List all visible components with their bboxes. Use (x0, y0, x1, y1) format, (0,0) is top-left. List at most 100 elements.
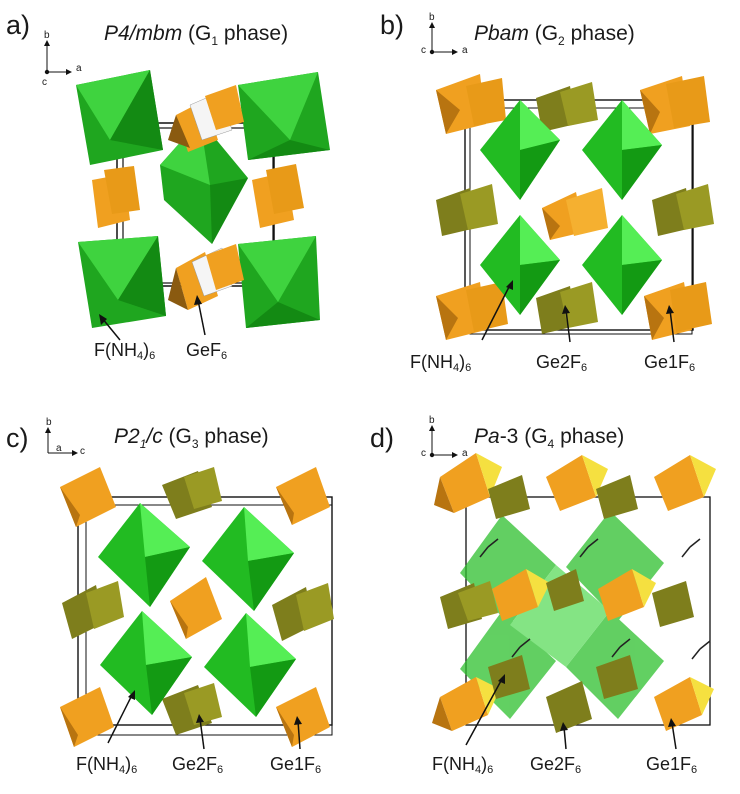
panel-title: P21/c (G3 phase) (114, 425, 269, 452)
nh4-octahedron (98, 503, 190, 607)
panel-letter: c) (6, 423, 29, 453)
ge2f6 (440, 581, 498, 629)
panel-title: P4/mbm (G1 phase) (104, 22, 289, 49)
ge2f6 (436, 184, 498, 236)
panel-title: Pbam (G2 phase) (474, 22, 635, 49)
axis-label-b: b (46, 417, 52, 428)
axis-label-b: b (44, 30, 50, 41)
ge1f6-center (170, 577, 222, 639)
ge2f6 (652, 184, 714, 236)
ge2f6 (596, 655, 638, 699)
space-group: Pa (474, 425, 500, 448)
panel-c: c) P21/c (G3 phase) b a c (0, 397, 370, 794)
label-ge1f6: Ge1F6 (644, 352, 696, 374)
axes-indicator: b a c (38, 30, 82, 88)
ge1f6 (654, 677, 714, 731)
ge2f6 (272, 583, 334, 641)
ge2f6 (536, 282, 598, 334)
label-nh4: F(NH4)6 (410, 352, 472, 374)
nh4-octahedron (202, 507, 294, 611)
panel-title: Pa-3 (G4 phase) (474, 425, 625, 452)
panel-letter: a) (6, 10, 31, 40)
gef6-left (92, 166, 140, 228)
ge1f6 (492, 569, 550, 621)
space-group: Pbam (474, 22, 529, 45)
ge1f6 (434, 453, 502, 513)
nh4-bonds (479, 538, 711, 660)
panel-letter: b) (380, 10, 405, 40)
space-group: P2 (114, 425, 140, 448)
label-gef6: GeF6 (186, 340, 228, 362)
label-ge2f6: Ge2F6 (530, 754, 582, 776)
ge2f6 (536, 82, 598, 132)
panel-letter: d) (370, 423, 395, 453)
ge1f6-corner (640, 76, 710, 134)
label-nh4: F(NH4)6 (432, 754, 494, 776)
panel-a: a) P4/mbm (G1 phase) b a c (0, 0, 370, 397)
ge1f6-corner (60, 687, 114, 747)
nh4-octahedron-corner (78, 236, 166, 328)
ge2f6 (546, 569, 584, 611)
nh4-octahedron-corner (238, 72, 330, 160)
label-ge2f6: Ge2F6 (536, 352, 588, 374)
ge1f6-corner (436, 282, 508, 340)
axes-indicator: b a c (418, 12, 468, 64)
ge1f6 (546, 455, 608, 511)
axis-label-c: c (421, 448, 426, 459)
ge2f6 (162, 467, 222, 519)
crystal-structure-c (60, 467, 334, 750)
gef6-top (168, 85, 244, 152)
axes-arrows-icon (45, 427, 78, 456)
axis-label-b: b (429, 415, 435, 426)
nh4-octahedron (582, 100, 662, 200)
axis-label-c: c (421, 45, 426, 56)
axes-indicator: b a c (38, 417, 88, 463)
ge1f6-corner (60, 467, 116, 527)
axis-label-a: a (76, 63, 82, 74)
ge1f6-corner (276, 467, 330, 525)
axis-label-c: c (80, 446, 85, 457)
axis-label-c: c (42, 77, 47, 88)
axis-label-b: b (429, 12, 435, 23)
nh4-octahedron (480, 215, 560, 315)
label-ge2f6: Ge2F6 (172, 754, 224, 776)
nh4-octahedron (100, 611, 192, 715)
crystal-structure-d (432, 453, 716, 750)
axes-indicator: b a c (418, 415, 468, 467)
nh4-octahedron (204, 613, 296, 717)
ge1f6-corner (644, 282, 712, 340)
label-ge1f6: Ge1F6 (270, 754, 322, 776)
ge1f6-corner (276, 687, 330, 747)
nh4-octahedron (582, 215, 662, 315)
label-ge1f6: Ge1F6 (646, 754, 698, 776)
nh4-octahedron (480, 100, 560, 200)
ge2f6 (652, 581, 694, 627)
ge2f6 (162, 683, 222, 735)
axis-label-a: a (56, 443, 62, 454)
nh4-octahedron-corner (238, 236, 320, 328)
gef6-right (252, 164, 304, 228)
label-nh4: F(NH4)6 (76, 754, 138, 776)
axes-arrows-icon (429, 22, 458, 55)
ge2f6 (488, 655, 530, 699)
label-nh4: F(NH4)6 (94, 340, 156, 362)
axes-arrows-icon (44, 40, 72, 75)
ge1f6-corner (436, 74, 506, 134)
ge1f6-center (542, 188, 608, 240)
ge2f6 (596, 475, 638, 519)
panel-b: b) Pbam (G2 phase) b a c (370, 0, 740, 397)
axes-arrows-icon (429, 425, 458, 458)
panel-d: d) Pa-3 (G4 phase) b a c (370, 397, 740, 794)
ge2f6 (488, 475, 530, 519)
ge1f6 (432, 677, 500, 731)
ge1f6 (654, 455, 716, 511)
crystal-structure-b (436, 74, 714, 343)
nh4-octahedron-corner (76, 70, 163, 165)
ge2f6 (546, 681, 592, 733)
axis-label-a: a (462, 448, 468, 459)
crystal-structure-a (76, 70, 330, 341)
axis-label-a: a (462, 45, 468, 56)
ge1f6 (598, 569, 656, 621)
ge2f6 (62, 581, 124, 639)
space-group: P4/mbm (104, 22, 183, 45)
